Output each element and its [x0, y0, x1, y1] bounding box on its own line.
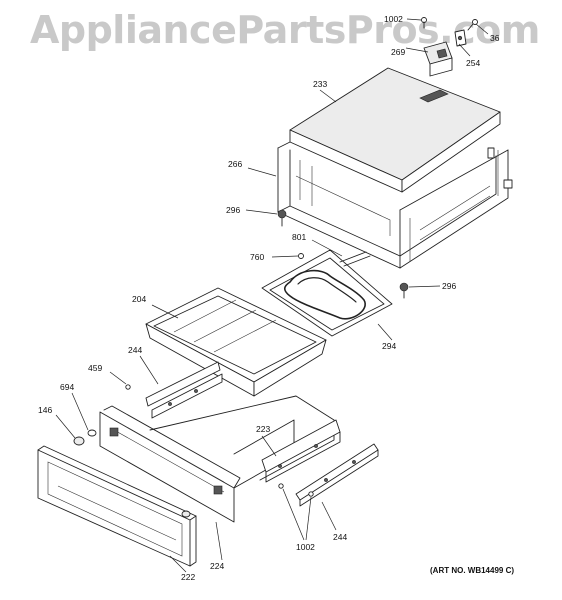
callout-1002-bottom: 1002 [296, 542, 315, 552]
callout-labels: 1002 36 269 254 233 266 296 801 760 296 … [38, 14, 500, 582]
bumper-146 [73, 436, 85, 446]
top-cover-233 [289, 67, 501, 193]
callout-254: 254 [466, 58, 480, 68]
callout-233: 233 [313, 79, 327, 89]
spacer-694 [87, 429, 97, 437]
slide-rail-right-244 [295, 443, 379, 507]
callout-204: 204 [132, 294, 146, 304]
slide-rail-left-244 [145, 361, 223, 419]
screw-296-left [277, 209, 287, 227]
callout-760: 760 [250, 252, 264, 262]
drawer-front-222 [37, 445, 197, 567]
callout-223: 223 [256, 424, 270, 434]
callout-266: 266 [228, 159, 242, 169]
screw-459 [125, 384, 131, 390]
art-number: (ART NO. WB14499 C) [430, 566, 515, 575]
bracket-269 [423, 41, 453, 77]
callout-244-left: 244 [128, 345, 142, 355]
callout-269: 269 [391, 47, 405, 57]
callout-801: 801 [292, 232, 306, 242]
callout-222: 222 [181, 572, 195, 582]
callout-459: 459 [88, 363, 102, 373]
heating-element-801 [283, 251, 371, 320]
callout-296-right: 296 [442, 281, 456, 291]
bumper-right [181, 510, 191, 518]
watermark-logo: AppliancePartsPros.com [30, 8, 540, 52]
callout-146: 146 [38, 405, 52, 415]
screw-1002-top [421, 17, 427, 29]
screw-296-right [399, 282, 409, 299]
callout-294: 294 [382, 341, 396, 351]
clip-254 [454, 29, 467, 47]
callout-244-right: 244 [333, 532, 347, 542]
drawer-side-223 [261, 419, 341, 483]
screws-1002-bottom [278, 483, 314, 497]
callout-296-left: 296 [226, 205, 240, 215]
leader-lines [55, 18, 489, 573]
callout-1002-top: 1002 [384, 14, 403, 24]
callout-224: 224 [210, 561, 224, 571]
callout-694: 694 [60, 382, 74, 392]
drawer-pan-204 [145, 287, 327, 397]
screw-36 [467, 19, 478, 31]
drawer-housing-266 [277, 141, 513, 269]
callout-36: 36 [490, 33, 500, 43]
screw-760 [298, 253, 304, 259]
